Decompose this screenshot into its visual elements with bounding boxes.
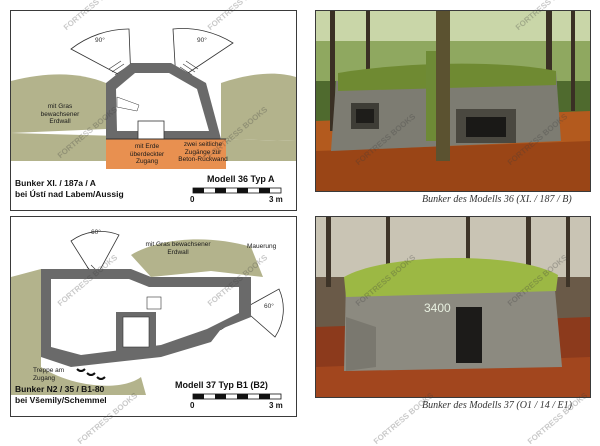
earth-wall-37 xyxy=(131,239,263,277)
location-line-2: bei Ústí nad Labem/Aussig xyxy=(15,189,124,199)
label-stair: Treppe am Zugang xyxy=(33,367,65,382)
angle-label-top: 60° xyxy=(91,229,101,236)
bunker-location: Bunker N2 / 35 / B1-80 bei Všemily/Schem… xyxy=(15,384,107,406)
location-line-1: Bunker N2 / 35 / B1-80 xyxy=(15,384,105,394)
angle-label-left: 90° xyxy=(95,37,105,44)
photo-37-image xyxy=(316,217,590,397)
bunker-location: Bunker XI. / 187a / A bei Ústí nad Labem… xyxy=(15,178,124,200)
scale-end: 3 m xyxy=(269,401,283,410)
scale-end: 3 m xyxy=(269,195,283,204)
location-line-1: Bunker XI. / 187a / A xyxy=(15,178,96,188)
photo-model-37: 3400 xyxy=(315,216,591,398)
scale-bar-37 xyxy=(192,393,282,400)
label-side-entrances: zwei seitliche Zugänge zur Beton-Rückwan… xyxy=(178,141,228,163)
photo-caption-36: Bunker des Modells 36 (XI. / 187 / B) xyxy=(422,194,572,205)
label-covered-entrance: mit Erde überdeckter Zugang xyxy=(129,143,165,165)
label-masonry: Mauerung xyxy=(247,243,277,250)
plan-model-37: 60° 60° mit Gras bewachsener Erdwall Mau… xyxy=(10,216,297,417)
stair-marks xyxy=(76,368,106,380)
angle-label-right: 60° xyxy=(264,303,274,310)
location-line-2: bei Všemily/Schemmel xyxy=(15,395,107,405)
model-title: Modell 36 Typ A xyxy=(207,174,275,184)
photo-caption-37: Bunker des Modells 37 (O1 / 14 / E1) xyxy=(422,400,572,411)
angle-label-right: 90° xyxy=(197,37,207,44)
label-grass-wall: mit Gras bewachsener Erdwall xyxy=(40,103,80,125)
firing-sector-top xyxy=(70,231,120,280)
photo-model-36 xyxy=(315,10,591,192)
scale-start: 0 xyxy=(190,401,195,410)
label-grass-wall: mit Gras bewachsener Erdwall xyxy=(145,241,211,256)
plan-37-drawing xyxy=(11,231,284,400)
model-title: Modell 37 Typ B1 (B2) xyxy=(175,380,268,390)
scale-bar-36 xyxy=(192,187,282,194)
firing-sector-left xyxy=(70,28,132,82)
plan-36-drawing xyxy=(11,28,296,194)
scale-start: 0 xyxy=(190,195,195,204)
bunker-wall-marking: 3400 xyxy=(424,301,451,315)
plan-model-36: 90° 90° mit Gras bewachsener Erdwall mit… xyxy=(10,10,297,211)
earth-wall-36 xyxy=(11,74,106,133)
watermark-bottom-mid: FORTRESS BOOKS xyxy=(371,390,436,446)
photo-36-image xyxy=(316,11,590,191)
